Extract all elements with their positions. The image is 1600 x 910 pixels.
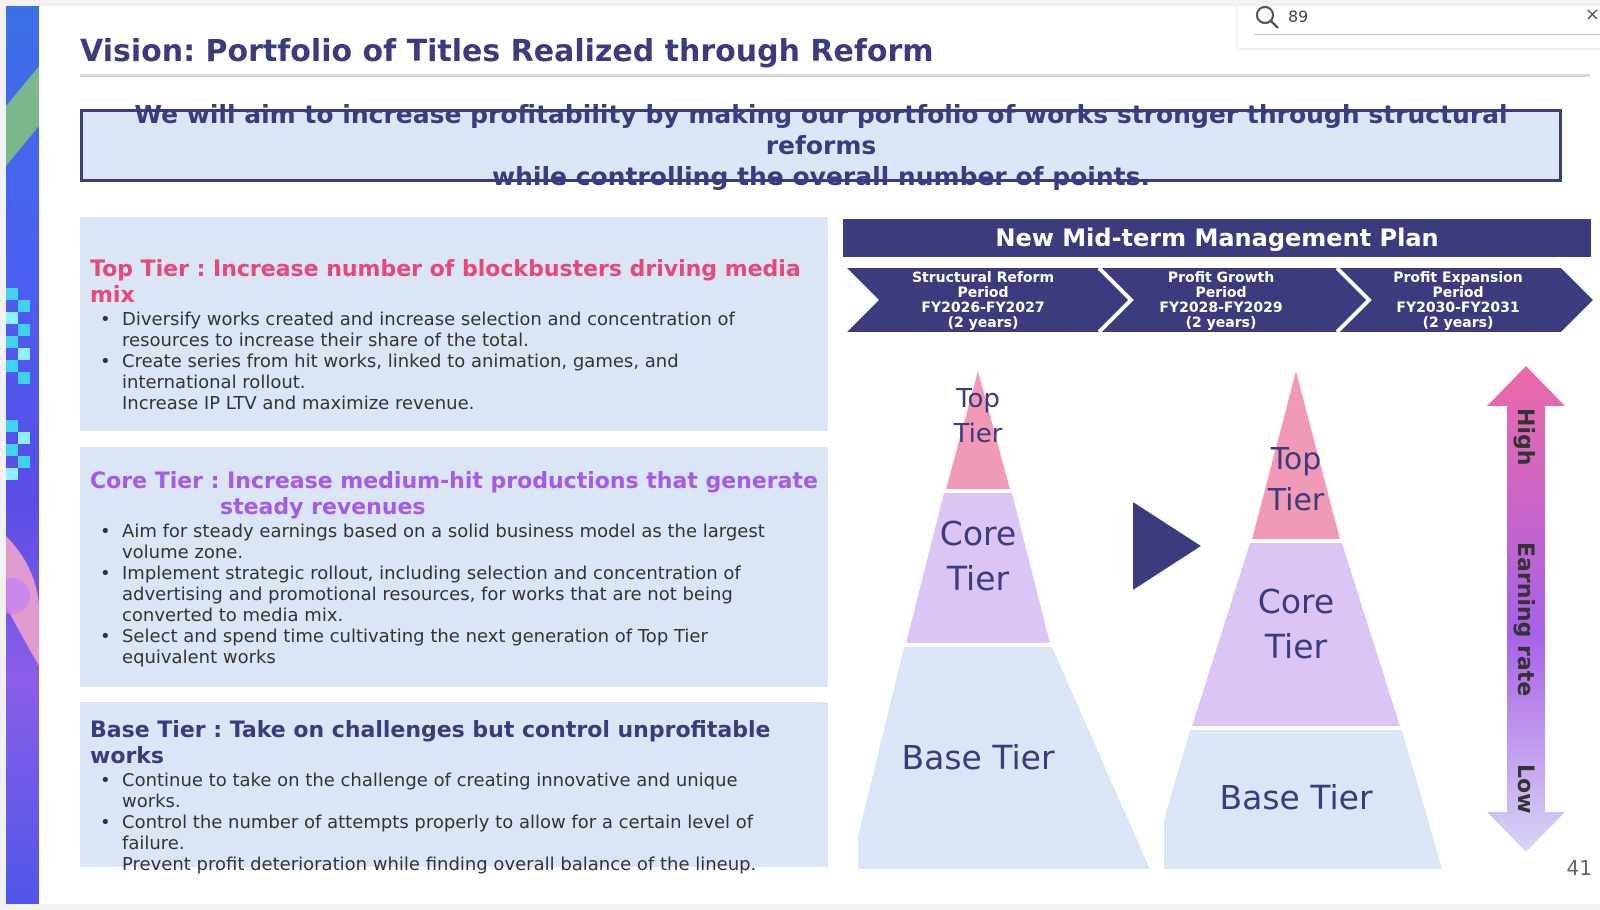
period-chevron-3 <box>1323 268 1593 332</box>
list-item: volume zone. <box>122 542 244 563</box>
side-decoration-strip <box>6 6 39 904</box>
list-item: Implement strategic rollout, including s… <box>100 563 820 584</box>
base-tier-box: Base Tier : Take on challenges but contr… <box>80 702 828 875</box>
search-underline <box>1254 34 1600 35</box>
slide: Vision: Portfolio of Titles Realized thr… <box>6 6 1600 904</box>
list-item: advertising and promotional resources, f… <box>122 584 733 605</box>
vision-line-1: We will aim to increase profitability by… <box>134 100 1508 160</box>
period-1-line-1: Structural Reform <box>912 270 1054 286</box>
title-divider <box>80 74 1590 77</box>
label-line: Top <box>956 384 1000 414</box>
earning-rate-arrow <box>1487 366 1565 852</box>
list-item: international rollout. <box>122 372 306 393</box>
search-icon <box>1255 6 1279 29</box>
top-tier-box: Top Tier : Increase number of blockbuste… <box>80 217 828 431</box>
top-tier-heading: Top Tier : Increase number of blockbuste… <box>90 257 801 308</box>
list-item: Increase IP LTV and maximize revenue. <box>122 393 475 414</box>
axis-earning-rate-label: Earning rate <box>1512 542 1537 697</box>
period-3-line-2: Period <box>1432 285 1483 301</box>
vision-line-2: while controlling the overall number of … <box>492 162 1150 191</box>
label-line: Tier <box>1264 626 1328 666</box>
period-3-line-4: (2 years) <box>1423 315 1494 331</box>
search-input[interactable]: 89 <box>1288 7 1309 26</box>
axis-low-label: Low <box>1512 764 1537 814</box>
label-line: Core <box>1257 582 1335 621</box>
label-line: Tier <box>1267 482 1325 518</box>
list-item: resources to increase their share of the… <box>122 330 529 351</box>
period-1-line-2: Period <box>957 285 1008 301</box>
core-tier-segment <box>906 493 1050 643</box>
left-base-tier-label: Base Tier <box>901 738 1055 777</box>
label-line: Core <box>939 514 1017 553</box>
base-tier-heading: Base Tier : Take on challenges but contr… <box>90 718 771 769</box>
period-2-line-4: (2 years) <box>1186 315 1257 331</box>
list-item: Select and spend time cultivating the ne… <box>100 626 820 647</box>
close-icon[interactable]: × <box>1584 6 1600 25</box>
period-3-line-1: Profit Expansion <box>1393 270 1522 286</box>
period-2-line-3: FY2028-FY2029 <box>1159 300 1282 316</box>
period-chevrons: Structural Reform Period FY2026-FY2027 (… <box>847 266 1593 334</box>
period-chevron-2 <box>1085 268 1369 332</box>
left-core-tier-label: Core Tier <box>918 512 1038 601</box>
list-item: Create series from hit works, linked to … <box>100 351 820 372</box>
list-item: Continue to take on the challenge of cre… <box>100 770 820 791</box>
core-tier-heading-line-2: steady revenues <box>220 495 426 520</box>
list-item: Prevent profit deterioration while findi… <box>122 854 757 875</box>
period-2-line-1: Profit Growth <box>1168 270 1274 286</box>
vision-banner: We will aim to increase profitability by… <box>80 100 1562 191</box>
label-line: Tier <box>953 419 1003 450</box>
top-tier-segment <box>1252 371 1340 539</box>
axis-high-label: High <box>1512 408 1537 466</box>
current-portfolio-pyramid <box>858 371 1150 869</box>
base-tier-segment <box>1164 730 1442 869</box>
list-item: Diversify works created and increase sel… <box>100 309 820 330</box>
strip-pattern <box>6 66 39 666</box>
base-tier-list: Continue to take on the challenge of cre… <box>90 770 820 875</box>
top-tier-segment <box>946 371 1010 489</box>
list-item: works. <box>122 791 181 812</box>
list-item: failure. <box>122 833 185 854</box>
label-line: Tier <box>946 558 1010 598</box>
core-tier-box: Core Tier : Increase medium-hit producti… <box>80 447 828 687</box>
top-tier-list: Diversify works created and increase sel… <box>90 309 820 414</box>
plan-header: New Mid-term Management Plan <box>843 219 1591 257</box>
core-tier-segment <box>1192 543 1400 726</box>
period-1-line-4: (2 years) <box>948 315 1019 331</box>
page-title: Vision: Portfolio of Titles Realized thr… <box>80 34 934 69</box>
period-1-line-3: FY2026-FY2027 <box>921 300 1044 316</box>
transition-arrow-icon <box>1133 502 1201 590</box>
right-base-tier-label: Base Tier <box>1219 778 1373 817</box>
right-core-tier-label: Core Tier <box>1236 580 1356 669</box>
core-tier-heading-line-1: Core Tier : Increase medium-hit producti… <box>90 469 818 494</box>
period-3-line-3: FY2030-FY2031 <box>1396 300 1519 316</box>
period-2-line-2: Period <box>1195 285 1246 301</box>
list-item: Aim for steady earnings based on a solid… <box>100 521 820 542</box>
core-tier-list: Aim for steady earnings based on a solid… <box>90 521 820 668</box>
period-chevron-1 <box>847 268 1131 332</box>
list-item: converted to media mix. <box>122 605 344 626</box>
base-tier-segment <box>858 647 1150 869</box>
right-top-tier-label: Top Tier <box>1246 440 1346 521</box>
list-item: Control the number of attempts properly … <box>100 812 820 833</box>
left-top-tier-label: Top Tier <box>928 382 1028 452</box>
target-portfolio-pyramid <box>1164 371 1442 869</box>
core-tier-heading: Core Tier : Increase medium-hit producti… <box>90 469 820 521</box>
page-number: 41 <box>1566 856 1592 880</box>
vision-statement: We will aim to increase profitability by… <box>83 99 1559 192</box>
list-item: equivalent works <box>122 647 276 668</box>
label-line: Top <box>1270 442 1322 477</box>
find-panel: 89 × <box>1238 6 1600 48</box>
